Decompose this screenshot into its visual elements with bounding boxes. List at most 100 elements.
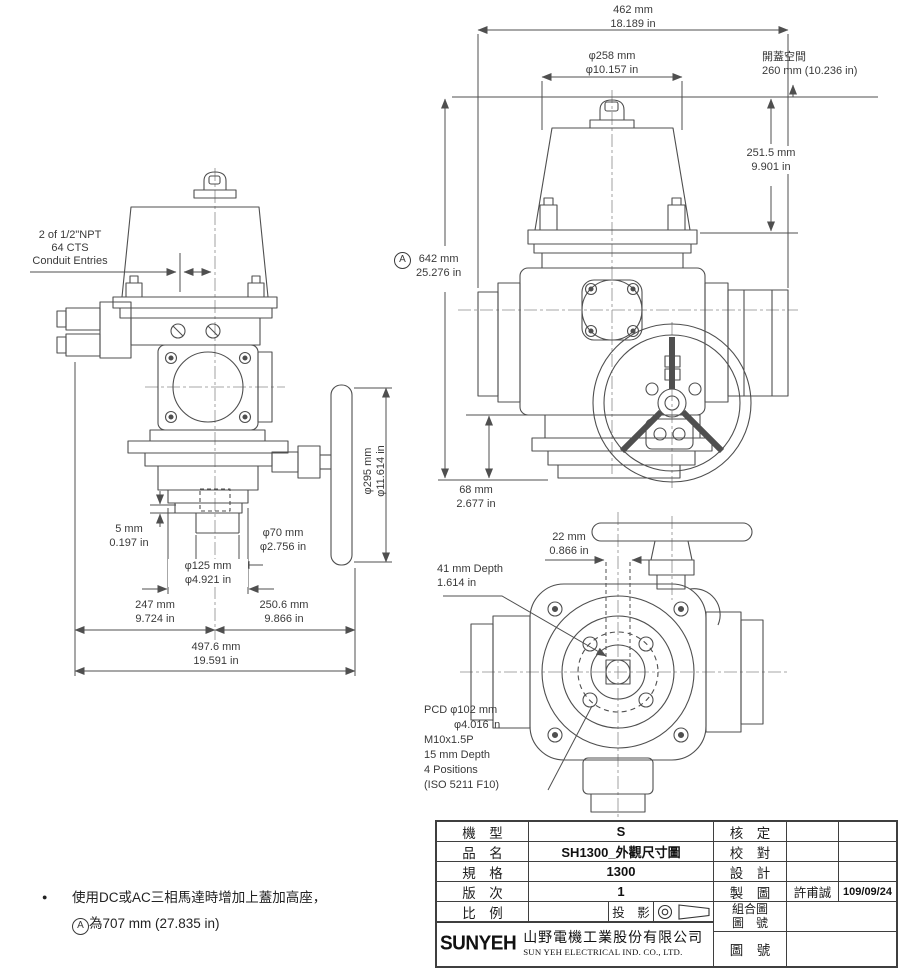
depth-leader <box>443 595 607 657</box>
company-name-en: SUN YEH ELECTRICAL IND. CO., LTD. <box>523 947 683 958</box>
dim-5-label: 5 mm 0.197 in <box>97 522 161 550</box>
drawn-by: 許甫誠 <box>793 886 832 900</box>
dim-258-in: φ10.157 in <box>585 64 639 76</box>
dim-68-mm: 68 mm <box>459 484 493 496</box>
dim-5-in: 0.197 in <box>109 537 149 549</box>
dim-41-line1: 41 mm Depth <box>437 563 504 575</box>
drawing-no-label: 圖 號 <box>729 943 771 958</box>
conduit-housing <box>99 301 132 359</box>
design-extra-cell <box>839 862 896 882</box>
dim-462-label: 462 mm 18.189 in <box>573 3 693 31</box>
design-label: 設 計 <box>729 865 771 881</box>
flange-bore-front <box>581 279 643 341</box>
drawn-by-cell: 許甫誠 <box>787 882 839 902</box>
pcd-line2: φ4.016 in <box>454 719 501 731</box>
dim-2506-in: 9.866 in <box>264 613 304 625</box>
conduit-line3: Conduit Entries <box>32 255 108 267</box>
bullet-icon: ● <box>42 892 48 902</box>
right-end-cap <box>727 289 789 397</box>
projection-label-cell: 投 影 <box>609 902 654 922</box>
dim-295-mm: φ295 mm <box>362 447 374 495</box>
name-value-cell: SH1300_外觀尺寸圖 <box>529 842 714 862</box>
drawing-title: SH1300_外觀尺寸圖 <box>561 845 681 860</box>
checked-label-cell: 校 對 <box>714 842 787 862</box>
conduit-line1: 2 of 1/2"NPT <box>38 229 102 241</box>
dim-2515-label: 251.5 mm 9.901 in <box>726 146 816 174</box>
scale-label-cell: 比 例 <box>437 902 529 922</box>
handwheel-front <box>592 323 752 483</box>
pcd-line5: 4 Positions <box>424 764 478 776</box>
dim-22-label: 22 mm 0.866 in <box>534 530 604 558</box>
flange-bore-side <box>172 351 244 423</box>
sunyeh-logo: SUNYEH <box>440 932 517 956</box>
dim-642-mm: 642 mm <box>418 253 459 265</box>
assembly-label-line2: 圖 號 <box>731 915 768 930</box>
dim-462-mm: 462 mm <box>613 4 653 16</box>
motor-cover-side <box>121 206 269 298</box>
pcd-leader <box>547 705 593 791</box>
dim-295-in: φ11.614 in <box>375 445 387 497</box>
centerlines <box>145 90 798 824</box>
drawing-no-value-cell <box>787 932 896 966</box>
assembly-no-label-cell: 組合圖 圖 號 <box>714 902 787 932</box>
dimension-lines <box>30 26 878 791</box>
dim-70-in: φ2.756 in <box>259 541 307 553</box>
dim-642-label: A 642 mm 25.276 in <box>394 252 461 280</box>
third-angle-projection-symbol <box>657 903 711 920</box>
pcd-line3: M10x1.5P <box>424 734 474 746</box>
approved-label: 核 定 <box>729 825 771 841</box>
dim-70-mm: φ70 mm <box>262 527 304 539</box>
conduit-line2: 64 CTS <box>51 242 89 254</box>
revision-label: 版 次 <box>462 885 503 901</box>
company-name-zh: 山野電機工業股份有限公司 <box>523 931 704 947</box>
drawing-no-label-cell: 圖 號 <box>714 932 787 966</box>
scale-label: 比 例 <box>462 905 503 921</box>
lift-eye-front <box>599 99 625 120</box>
checked-extra-cell <box>839 842 896 862</box>
dim-258-mm: φ258 mm <box>588 50 636 62</box>
dim-125-label: φ125 mm φ4.921 in <box>168 559 248 587</box>
footnote-line2: 為707 mm (27.835 in) <box>89 915 220 931</box>
drawn-date: 109/09/24 <box>843 885 892 898</box>
revision-label-cell: 版 次 <box>437 882 529 902</box>
dim-2515-in: 9.901 in <box>751 161 791 173</box>
projection-label: 投 影 <box>612 906 650 920</box>
model-label-cell: 機 型 <box>437 822 529 842</box>
dim-41-depth-label: 41 mm Depth 1.614 in <box>437 562 503 590</box>
projection-symbol-cell <box>654 902 714 922</box>
title-block: 機 型 S 核 定 品 名 SH1300_外觀尺寸圖 校 對 規 格 1300 … <box>435 820 898 968</box>
drawn-date-cell: 109/09/24 <box>839 882 896 902</box>
mounting-flange <box>561 615 675 729</box>
spec-label: 規 格 <box>462 865 503 881</box>
model-value: S <box>616 824 626 839</box>
dim-642-in: 25.276 in <box>416 267 462 279</box>
spec-label-cell: 規 格 <box>437 862 529 882</box>
pcd-spec-label: PCD φ102 mm φ4.016 in M10x1.5P 15 mm Dep… <box>424 703 500 793</box>
spec-value-cell: 1300 <box>529 862 714 882</box>
main-body-front <box>519 267 706 416</box>
conduit-entry-1 <box>65 307 101 331</box>
motor-cover-front <box>534 127 691 231</box>
hidden-drive-square <box>199 488 231 512</box>
dim-295-label: φ295 mm φ11.614 in <box>362 416 388 526</box>
pcd-line6: (ISO 5211 F10) <box>424 779 499 791</box>
lift-eye <box>203 171 227 190</box>
checked-value-cell <box>787 842 839 862</box>
dim-2506-label: 250.6 mm 9.866 in <box>242 598 326 626</box>
circled-a-symbol: A <box>394 252 411 269</box>
pcd-circle <box>577 631 659 713</box>
dim-22-mm: 22 mm <box>552 531 586 543</box>
footnote-line1: 使用DC或AC三相馬達時增加上蓋加高座， <box>72 890 327 905</box>
dim-2515-mm: 251.5 mm <box>746 147 796 159</box>
left-end-cap <box>477 291 499 397</box>
dim-22-in: 0.866 in <box>549 545 589 557</box>
bottom-view <box>470 522 764 813</box>
lift-eye-base <box>193 189 237 199</box>
dim-41-line2: 1.614 in <box>437 577 477 589</box>
model-label: 機 型 <box>462 825 503 841</box>
circled-a-symbol-note: A <box>72 917 89 935</box>
dim-4976-mm: 497.6 mm <box>191 641 241 653</box>
